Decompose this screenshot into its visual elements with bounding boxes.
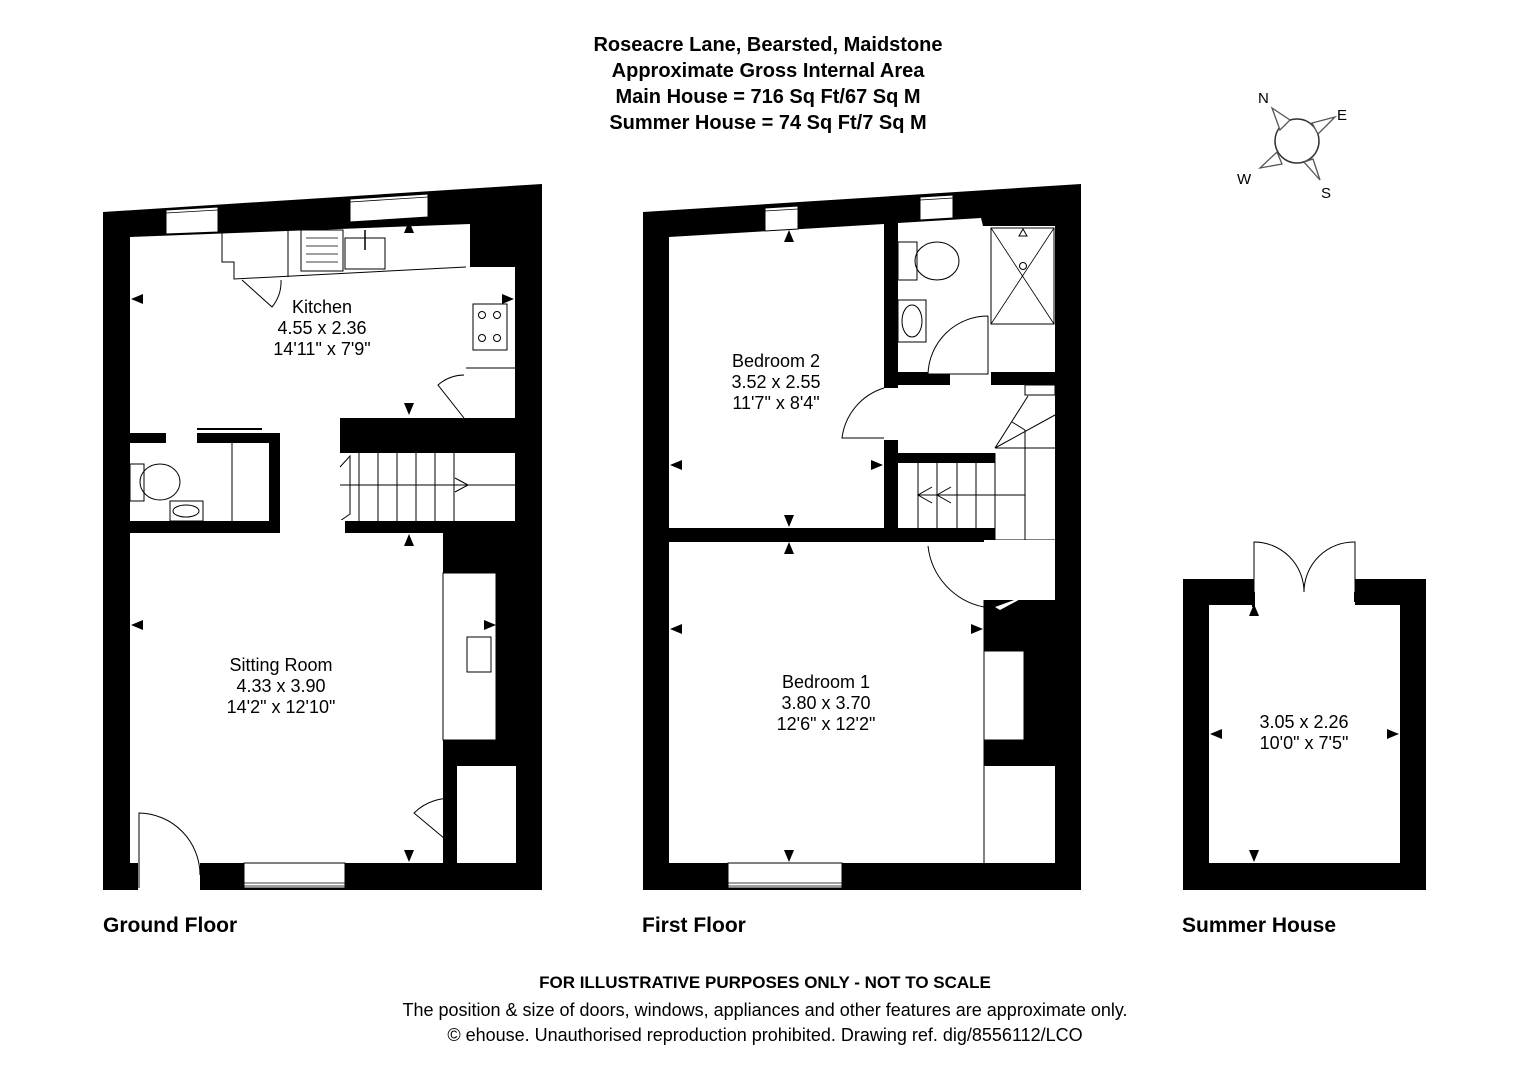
approximation-note: The position & size of doors, windows, a…	[402, 1000, 1128, 1020]
copyright-note: © ehouse. Unauthorised reproduction proh…	[447, 1025, 1083, 1045]
kitchen-metric: 4.55 x 2.36	[277, 318, 366, 338]
bedroom-2-imperial: 11'7" x 8'4"	[732, 393, 819, 413]
bedroom-1-metric: 3.80 x 3.70	[781, 693, 870, 713]
summer-house-imperial: 10'0" x 7'5"	[1260, 733, 1349, 753]
summer-house-plan: 3.05 x 2.26 10'0" x 7'5"	[1183, 541, 1426, 890]
sitting-room-metric: 4.33 x 3.90	[236, 676, 325, 696]
address-title: Roseacre Lane, Bearsted, Maidstone	[593, 34, 943, 56]
compass-east-label: E	[1337, 107, 1347, 124]
sitting-room-label: Sitting Room	[229, 655, 332, 675]
area-subtitle: Approximate Gross Internal Area	[611, 60, 925, 82]
summer-house-area: Summer House = 74 Sq Ft/7 Sq M	[609, 112, 927, 134]
bedroom-2-label: Bedroom 2	[732, 351, 820, 371]
compass-south-label: S	[1321, 185, 1331, 202]
compass-north-label: N	[1258, 90, 1269, 107]
first-floor-plan: Bedroom 2 3.52 x 2.55 11'7" x 8'4" Bedro…	[643, 184, 1081, 890]
summer-house-title: Summer House	[1182, 914, 1337, 937]
kitchen-label: Kitchen	[292, 297, 352, 317]
compass-west-label: W	[1237, 171, 1252, 188]
compass-icon: N E W S	[1237, 90, 1347, 202]
header: Roseacre Lane, Bearsted, Maidstone Appro…	[0, 32, 1526, 136]
first-floor-title: First Floor	[642, 914, 746, 937]
summer-house-metric: 3.05 x 2.26	[1259, 712, 1348, 732]
bedroom-1-imperial: 12'6" x 12'2"	[777, 714, 876, 734]
sitting-room-imperial: 14'2" x 12'10"	[227, 697, 336, 717]
bedroom-1-label: Bedroom 1	[782, 672, 870, 692]
ground-floor-plan: Kitchen 4.55 x 2.36 14'11" x 7'9" Sittin…	[103, 184, 542, 892]
ground-floor-title: Ground Floor	[103, 914, 238, 937]
bedroom-2-metric: 3.52 x 2.55	[731, 372, 820, 392]
kitchen-imperial: 14'11" x 7'9"	[273, 339, 370, 359]
main-house-area: Main House = 716 Sq Ft/67 Sq M	[615, 86, 921, 108]
disclaimer: FOR ILLUSTRATIVE PURPOSES ONLY - NOT TO …	[539, 973, 991, 992]
